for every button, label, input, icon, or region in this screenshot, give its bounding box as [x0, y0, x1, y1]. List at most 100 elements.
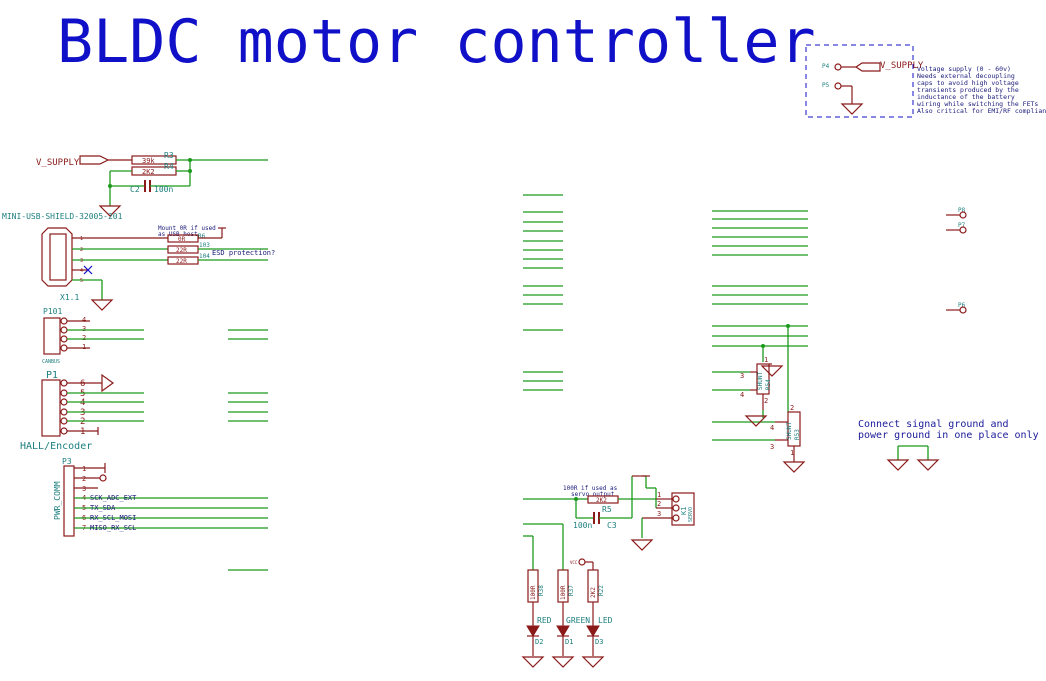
- ground-note-line-2: power ground in one place only: [858, 430, 1039, 441]
- r104-value: 22R: [176, 258, 187, 265]
- canbus-pin-3: 3: [82, 325, 86, 333]
- supply-note-0: Voltage supply (0 - 60v): [917, 65, 1011, 73]
- canbus-name: CANBUS: [42, 359, 60, 365]
- servo-pin-3: 3: [657, 510, 661, 518]
- r38-value: 100R: [530, 585, 537, 600]
- led-red-label: RED: [537, 616, 552, 625]
- comm-name: PWR_COMM: [53, 481, 62, 520]
- page-title: BLDC motor controller: [57, 7, 816, 77]
- led-icon: [586, 625, 600, 637]
- r3-value: 39k: [142, 157, 155, 165]
- servo-ref: K1: [680, 507, 688, 515]
- d3-ref: D3: [595, 638, 603, 646]
- comm-net-2: RX_SCL_MOSI: [90, 514, 136, 522]
- right-test-ports: P8 P7 P6: [946, 207, 967, 314]
- led-led-label: LED: [598, 616, 613, 625]
- usb-pin-1: 1: [80, 236, 83, 242]
- supply-note-3: transients produced by the: [917, 86, 1019, 94]
- r54-name: SHUNT: [757, 372, 764, 390]
- r6-ref: R6: [198, 233, 206, 240]
- supply-note-5: wiring while switching the FETs: [917, 100, 1038, 108]
- r22-ref: R22: [598, 585, 605, 596]
- ground-icon: [886, 459, 910, 471]
- port-p8: P8: [958, 207, 966, 214]
- r54-pin-3: 3: [740, 372, 744, 380]
- r3-ref: R3: [164, 151, 174, 160]
- voltage-sense-divider: V_SUPPLY 39k R3 2K2 R4 C2 100n: [36, 151, 268, 217]
- comm-net-0: SCK_ADC_EXT: [90, 494, 137, 502]
- usb-pin-4: 4: [80, 268, 83, 274]
- status-leds: VCC 100R R38 RED D2 100R R37 GREEN D1 2K…: [521, 523, 613, 668]
- r54-pin-4: 4: [740, 391, 744, 399]
- c3-ref: C3: [607, 521, 617, 530]
- ground-icon: [581, 656, 605, 668]
- v-supply-net-top: V_SUPPLY: [880, 61, 924, 71]
- led-icon: [556, 625, 570, 637]
- comm-ref: P3: [62, 457, 72, 466]
- hall-pin-2: 2: [80, 417, 85, 427]
- d2-ref: D2: [535, 638, 543, 646]
- supply-note-2: caps to avoid high voltage: [917, 79, 1019, 87]
- pwr-comm-connector: P3 PWR_COMM 1 2 3 4 5 6 7 SCK_ADC_EXT TX…: [53, 457, 268, 537]
- r103-value: 22R: [176, 247, 187, 254]
- r5-ref: R5: [602, 505, 612, 514]
- servo-name: SERVO: [688, 507, 694, 522]
- ground-icon: [551, 656, 575, 668]
- hall-ref: P1: [46, 370, 58, 381]
- ground-icon: [744, 415, 768, 427]
- servo-pin-2: 2: [657, 500, 661, 508]
- servo-output: 100R if used as servo output 2K2 R5 100n…: [523, 475, 695, 551]
- led-green-label: GREEN: [566, 616, 590, 625]
- hall-pin-4: 4: [80, 398, 85, 408]
- shunt-r54: SHUNT R54 1 2 3 4: [740, 344, 784, 427]
- canbus-ref: P101: [43, 307, 62, 316]
- ground-icon: [916, 459, 940, 471]
- hall-pin-6: 6: [80, 379, 85, 389]
- esd-note: ESD protection?: [212, 249, 275, 257]
- led-icon: [526, 625, 540, 637]
- p4-label: P4: [822, 63, 830, 70]
- usb-pin-3: 3: [80, 258, 83, 264]
- hall-pin-3: 3: [80, 408, 85, 418]
- r53-pin-2: 2: [790, 404, 794, 412]
- r4-ref: R4: [164, 162, 174, 171]
- supply-note-6: Also critical for EMI/RF compliance: [917, 107, 1046, 115]
- p5-label: P5: [822, 82, 830, 89]
- r22-value: 2K2: [590, 587, 597, 598]
- ground-note: Connect signal ground and power ground i…: [858, 419, 1039, 471]
- ground-note-line-1: Connect signal ground and: [858, 419, 1009, 430]
- supply-note-4: inductance of the battery: [917, 93, 1015, 101]
- r38-ref: R38: [538, 585, 545, 596]
- r54-pin-1: 1: [764, 356, 768, 364]
- ground-icon: [521, 656, 545, 668]
- r53-pin-1: 1: [790, 449, 794, 457]
- hall-pin-1: 1: [80, 427, 85, 437]
- usb-name: MINI-USB-SHIELD-32005-201: [2, 212, 123, 221]
- usb-connector: MINI-USB-SHIELD-32005-201 1 2 3 4 5 X1.1…: [2, 212, 275, 311]
- power-flag-icon: [101, 373, 115, 393]
- r54-pin-2: 2: [764, 397, 768, 405]
- ground-icon: [90, 299, 114, 311]
- r54-ref: R54: [765, 379, 772, 390]
- mcu-right-stubs: [712, 210, 808, 441]
- comm-net-1: TX_SDA: [90, 504, 116, 512]
- canbus-connector: P101 4 3 2 1 CANBUS: [42, 307, 144, 365]
- usb-note-1: Mount 0R if used: [158, 225, 216, 232]
- r103-ref: 103: [199, 242, 210, 249]
- r37-value: 100R: [560, 585, 567, 600]
- r37-ref: R37: [568, 585, 575, 596]
- canbus-pin-2: 2: [82, 334, 86, 342]
- c2-ref: C2: [130, 185, 140, 194]
- left-stub-wires: [228, 329, 268, 571]
- c2-value: 100n: [154, 185, 173, 194]
- servo-note-2: servo output: [571, 491, 615, 498]
- usb-pin-2: 2: [80, 247, 83, 253]
- shunt-r53: SHUNT R53 2 1 4 3: [770, 324, 806, 473]
- ground-icon: [782, 461, 806, 473]
- comm-net-3: MISO_RX_SCL: [90, 524, 136, 532]
- c3-value: 100n: [573, 521, 592, 530]
- r5-value: 2K2: [596, 497, 607, 504]
- ground-icon: [840, 103, 864, 115]
- supply-note-1: Needs external decoupling: [917, 72, 1015, 80]
- port-p7: P7: [958, 222, 966, 229]
